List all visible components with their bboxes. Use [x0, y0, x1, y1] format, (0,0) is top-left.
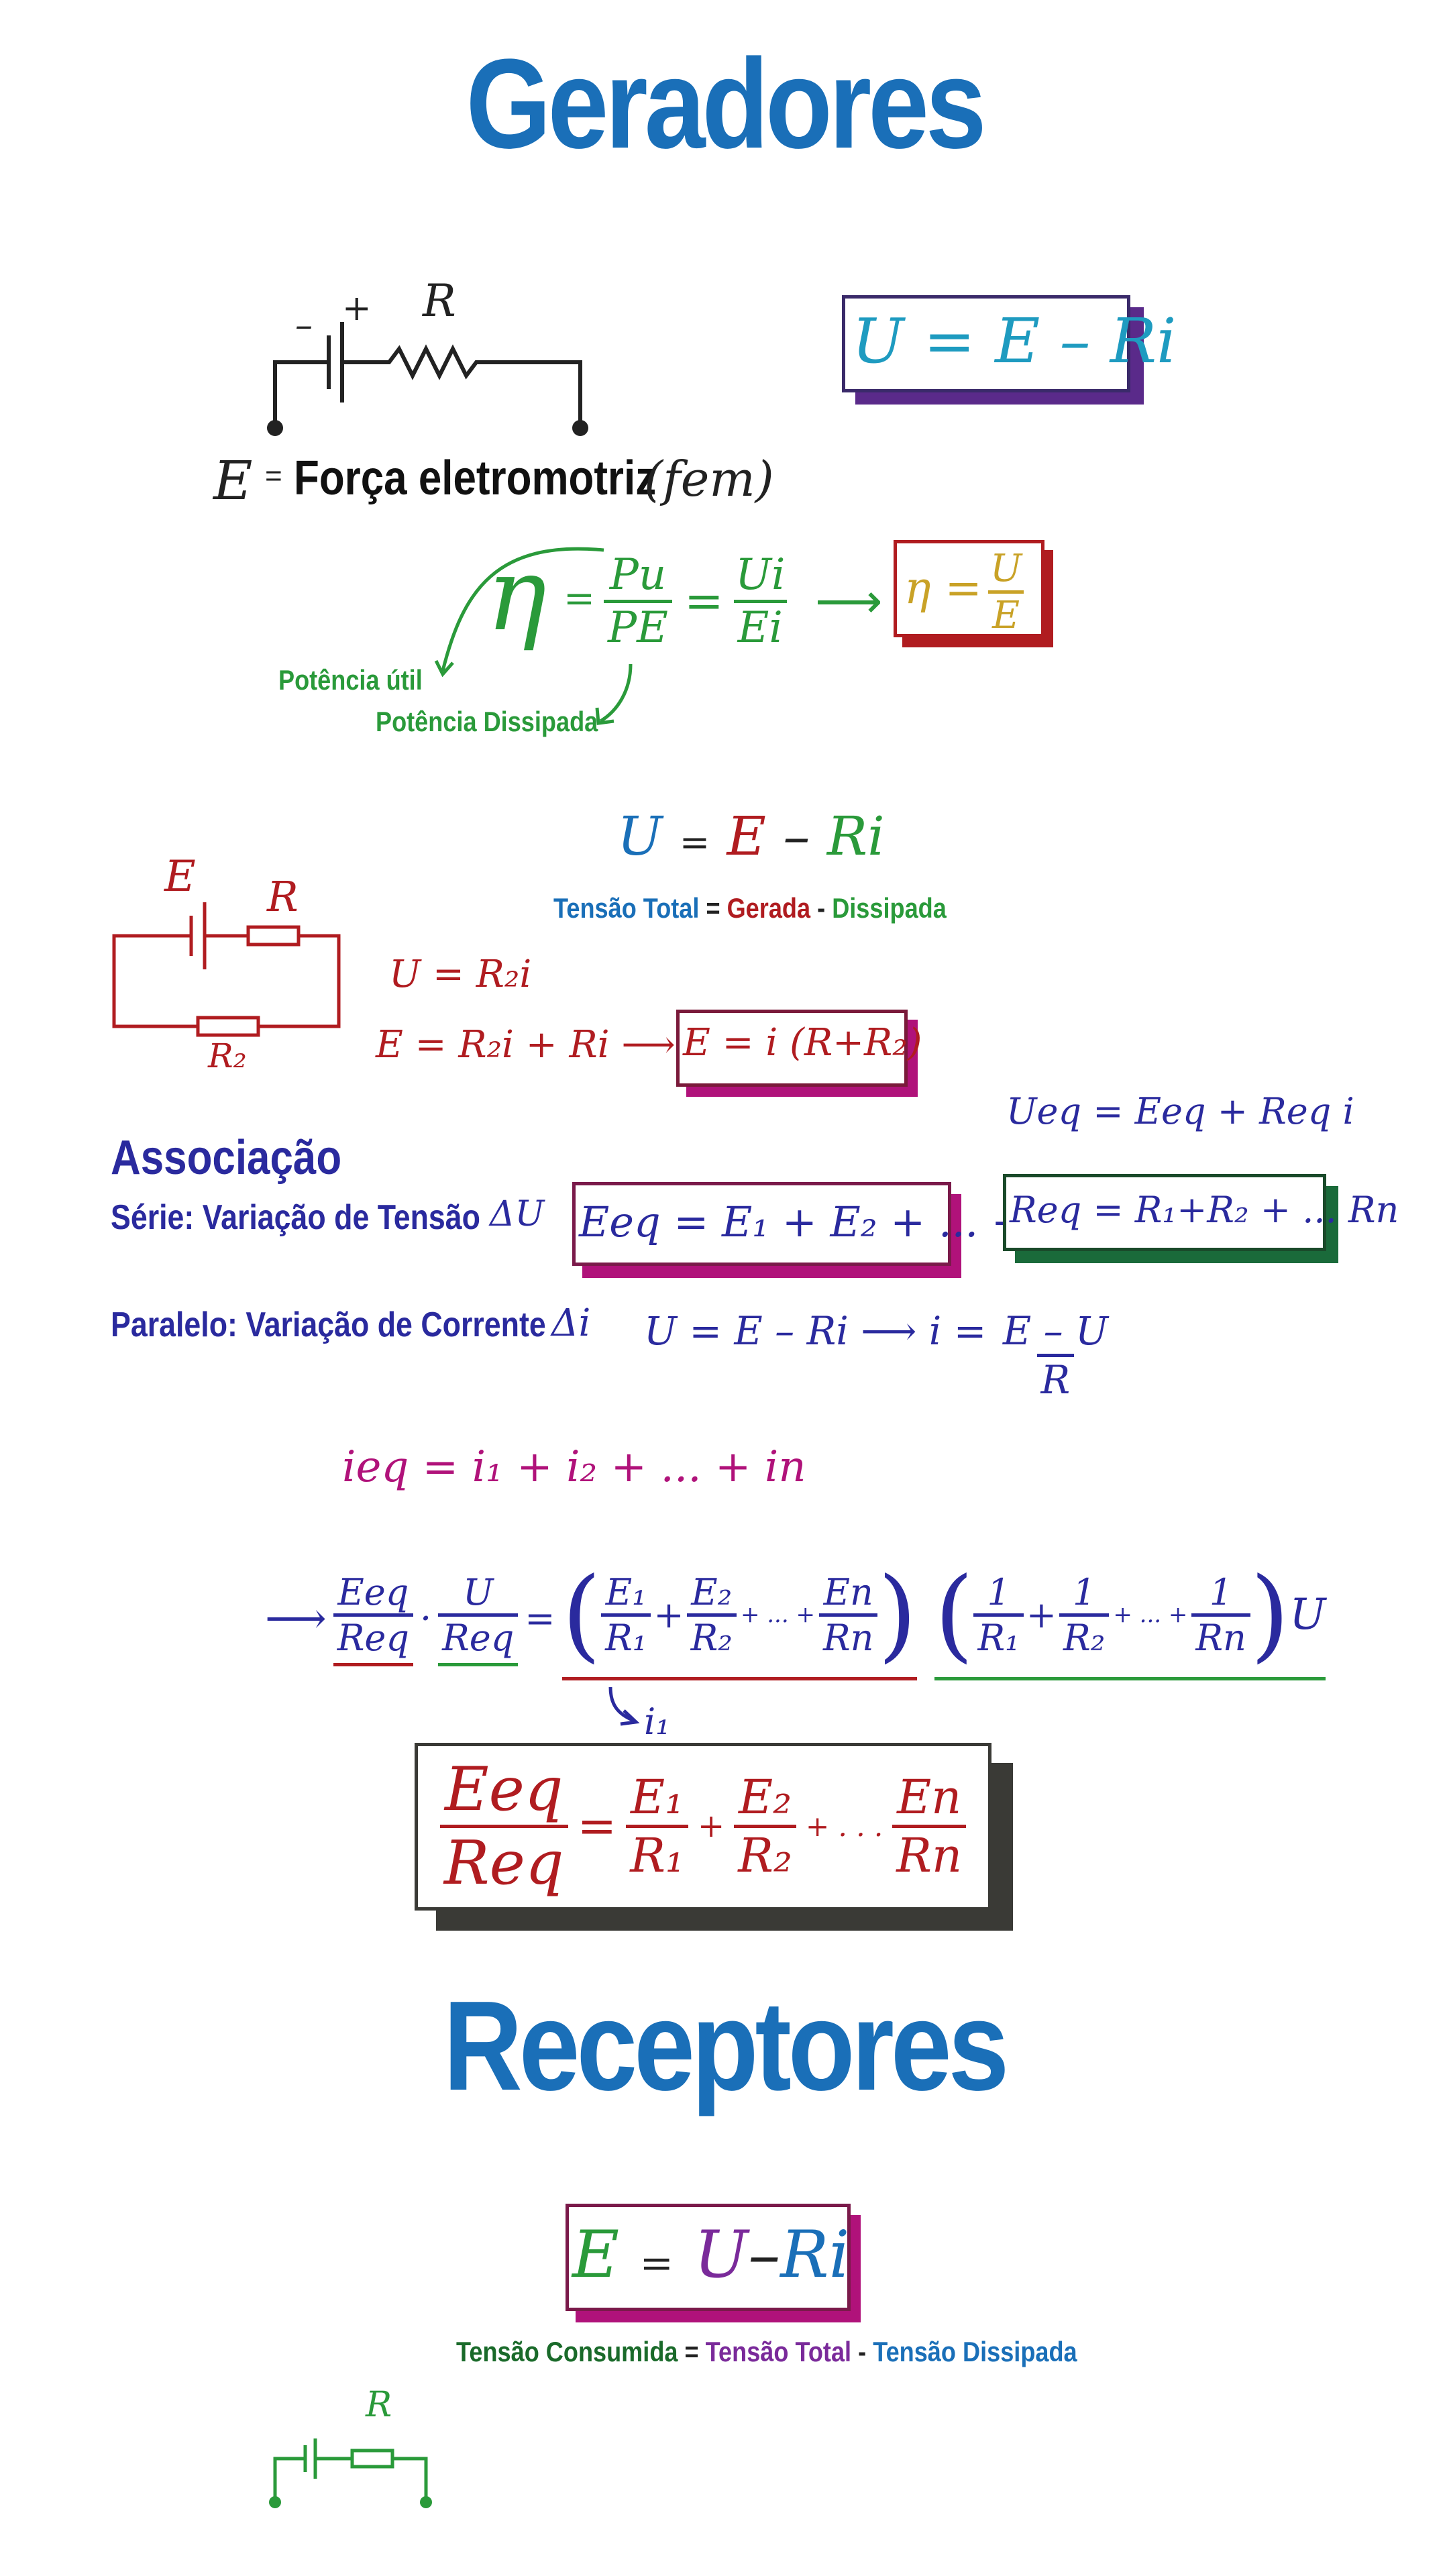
paralelo-label: Paralelo: Variação de Corrente [111, 1305, 546, 1344]
efficiency-equals-1: = [564, 577, 595, 621]
efficiency-equals-2: = [684, 574, 724, 629]
long-arrow: ⟶ [265, 1593, 327, 1644]
receptor-minus: – [748, 2217, 781, 2292]
fem-symbol: E [213, 449, 253, 512]
efficiency-arrow: ⟶ [815, 575, 883, 627]
central-u: U [617, 805, 663, 867]
equation-box-u [842, 295, 1130, 392]
circuit3-resistor-label: R [366, 2385, 392, 2425]
central-equation: U = E – Ri [617, 805, 885, 867]
tensao-gerada: Gerada [727, 892, 811, 924]
fem-label: Força eletromotriz [294, 451, 657, 505]
efficiency-eta: η [486, 537, 547, 653]
serie-box [572, 1182, 951, 1266]
tensao-dash: - [817, 892, 826, 924]
red-equation-2: E = R₂i + Ri ⟶ [376, 1023, 676, 1067]
receptor-tensao-dissipada: Tensão Dissipada [873, 2336, 1077, 2367]
serie-label: Série: Variação de Tensão [111, 1198, 480, 1237]
serie-symbol: ΔU [490, 1194, 545, 1234]
req-box-equation: Req = R₁+R₂ + ... Rn [1010, 1189, 1399, 1231]
circuit-diagram-3 [269, 2438, 432, 2508]
receptor-ri: Ri [780, 2217, 850, 2292]
i1-arrow [608, 1686, 640, 1726]
req-box [1003, 1174, 1326, 1251]
circuit1-wires [267, 322, 588, 436]
receptor-line-equals: = [684, 2336, 699, 2367]
receptor-box [566, 2204, 851, 2311]
ueq-equation: Ueq = Eeq + Req i [1006, 1090, 1354, 1132]
circuit2-resistor2-label: R₂ [208, 1036, 247, 1075]
tensao-consumida: Tensão Consumida [456, 2336, 678, 2367]
circuit-diagram-2 [112, 902, 341, 1037]
i1-label: i₁ [644, 1701, 670, 1743]
efficiency-box-eta: η = [904, 562, 982, 614]
red-equation-1: U = R₂i [389, 953, 532, 996]
red-box [676, 1010, 908, 1087]
central-equals: = [679, 821, 710, 863]
label-potencia-util: Potência útil [278, 664, 423, 696]
receptor-tensao-total: Tensão Total [705, 2336, 852, 2367]
tensao-dissipada: Dissipada [832, 892, 947, 924]
efficiency-arrows [434, 547, 604, 678]
title-geradores: Geradores [466, 33, 987, 175]
efficiency-arrow-dissipada [595, 663, 633, 725]
tensao-equals: = [706, 892, 720, 924]
title-receptores: Receptores [443, 1975, 1010, 2117]
circuit2-source-label: E [164, 852, 196, 902]
long-dot: · [419, 1597, 432, 1640]
circuit2-resistor-label: R [267, 872, 299, 921]
efficiency-box [894, 540, 1044, 637]
circuit1-resistor-label: R [423, 275, 456, 327]
tensao-total: Tensão Total [553, 892, 700, 924]
fem-abbr: (fem) [644, 451, 774, 507]
receptor-line-dash: - [858, 2336, 867, 2367]
long-equals: = [525, 1597, 555, 1640]
equation-u-e-ri: U = E – Ri [852, 305, 1177, 377]
tensao-total-line: Tensão Total = Gerada - Dissipada [553, 892, 947, 924]
fem-equals: = [265, 460, 282, 492]
paralelo-symbol: Δi [551, 1301, 591, 1345]
receptor-e: E [572, 2217, 620, 2292]
central-ri: Ri [826, 805, 885, 867]
central-minus: – [783, 805, 810, 867]
receptor-equation: E = U–Ri [572, 2217, 849, 2292]
receptor-u: U [694, 2217, 749, 2292]
receptor-tensao-line: Tensão Consumida = Tensão Total - Tensão… [456, 2336, 1077, 2368]
serie-box-equation: Eeq = E₁ + E₂ + ... + En [579, 1197, 1097, 1246]
circuit1-plus-label: + [342, 288, 372, 329]
red-box-equation: E = i (R+R₂) [683, 1021, 922, 1065]
receptor-equals: = [639, 2240, 674, 2287]
central-e: E [727, 805, 766, 867]
circuit1-minus-label: – [295, 305, 313, 345]
label-potencia-dissipada: Potência Dissipada [376, 706, 598, 737]
ieq-equation: ieq = i₁ + i₂ + ... + in [342, 1442, 806, 1492]
associacao-title: Associação [111, 1131, 342, 1185]
